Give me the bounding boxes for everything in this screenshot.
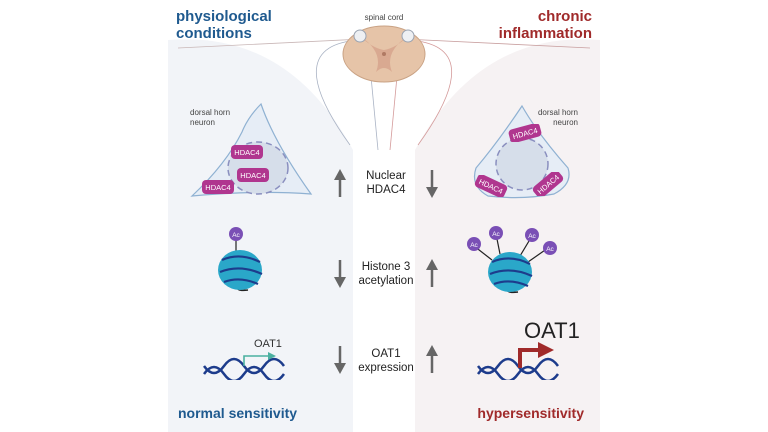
ac-circle-right-1: Ac <box>467 237 481 251</box>
nucleosome-right-dna-wrap-1 <box>491 257 531 265</box>
label-oat1-expression: OAT1 expression <box>344 347 428 375</box>
label-oat1-expression-line2: expression <box>358 362 414 374</box>
oat1-large-label: OAT1 <box>524 318 580 343</box>
label-nuclear-hdac4-line2: HDAC4 <box>366 184 406 196</box>
nucleosome-left: Ac <box>218 227 263 292</box>
hdac4-pill-right-1: HDAC4 <box>508 124 542 142</box>
oat1-small-arrow-head <box>268 352 276 360</box>
nucleosome-left-dna-wrap-3 <box>223 278 259 286</box>
connector-line-left-curve <box>316 39 361 146</box>
spinal-cord-canal <box>382 52 386 56</box>
oat1-small-arrow-stem <box>243 355 270 366</box>
spinal-cord-icon <box>342 25 426 83</box>
ac-circle-right-4: Ac <box>543 241 557 255</box>
ac-circle-right-4-text: Ac <box>546 246 554 253</box>
dorsal-horn-left-marker <box>353 29 367 43</box>
dorsal-horn-left-line2: neuron <box>190 118 215 127</box>
hdac4-pill-left-3: HDAC4 <box>202 180 234 199</box>
hdac4-pill-left-1-text: HDAC4 <box>234 148 259 157</box>
dna-right-strand-1 <box>476 365 560 380</box>
spinal-cord-label: spinal cord <box>364 13 404 22</box>
arrow-row2-right-up <box>426 259 438 287</box>
hdac4-pill-left-1: HDAC4 <box>231 145 263 164</box>
dna-left-strand-1 <box>202 365 286 380</box>
arrow-row3-left-down <box>334 346 346 374</box>
right-region-shade <box>415 39 600 432</box>
dna-right <box>476 342 560 380</box>
dna-left <box>202 352 286 380</box>
dorsal-horn-right-marker <box>401 29 415 43</box>
nucleosome-left-dna-wrap-2 <box>219 267 263 276</box>
arrow-row1-right-down <box>426 170 438 198</box>
hdac4-pill-left-2-text: HDAC4 <box>240 171 265 180</box>
oat1-large-arrow-stem <box>518 348 542 368</box>
nucleosome-left-dna-wrap-1 <box>221 255 261 263</box>
label-histone-line1: Histone 3 <box>361 261 411 273</box>
title-chronic-line1: chronic <box>537 8 592 25</box>
connector-line-right-curve <box>407 39 452 146</box>
hdac4-pill-right-3: HDAC4 <box>532 172 564 196</box>
ac-circle-right-2-text: Ac <box>492 231 500 238</box>
label-oat1-expression-line1: OAT1 <box>371 348 401 360</box>
hdac4-pill-left-3-text: HDAC4 <box>205 183 230 192</box>
left-region-shade <box>168 39 353 432</box>
dorsal-horn-right-line1: dorsal horn <box>537 108 578 117</box>
row-arrows <box>334 169 438 374</box>
diagram-panel: physiological conditions chronic inflamm… <box>168 0 600 432</box>
title-chronic-line2: inflammation <box>498 25 592 42</box>
label-normal-sensitivity: normal sensitivity <box>178 405 298 421</box>
nucleosome-right: Ac Ac Ac Ac <box>467 226 557 294</box>
label-nuclear-hdac4-line1: Nuclear <box>366 170 406 182</box>
dorsal-horn-right-line2: neuron <box>553 118 578 127</box>
ac-circle-right-3-text: Ac <box>528 233 536 240</box>
dorsal-horn-label-right: dorsal horn neuron <box>538 108 578 128</box>
arrow-row3-right-up <box>426 345 438 373</box>
label-histone-line2: acetylation <box>358 275 414 287</box>
oat1-small-label: OAT1 <box>254 338 282 350</box>
arrow-row2-left-down <box>334 260 346 288</box>
dorsal-horn-label-left: dorsal horn neuron <box>190 108 230 128</box>
title-physiological: physiological conditions <box>176 8 272 42</box>
dorsal-horn-left-line1: dorsal horn <box>190 108 231 117</box>
hdac4-pill-left-2: HDAC4 <box>237 168 269 187</box>
ac-circle-left-text: Ac <box>232 232 240 239</box>
arrow-row1-left-up <box>334 169 346 197</box>
label-histone-acetylation: Histone 3 acetylation <box>344 260 428 288</box>
ac-circle-left <box>229 227 243 241</box>
title-chronic: chronic inflammation <box>499 8 592 42</box>
hdac4-pill-right-2: HDAC4 <box>474 175 508 197</box>
oat1-large-arrow-head <box>538 342 554 358</box>
ac-circle-right-3: Ac <box>525 228 539 242</box>
label-nuclear-hdac4: Nuclear HDAC4 <box>344 169 428 197</box>
label-hypersensitivity: hypersensitivity <box>477 405 584 421</box>
title-physiological-line2: conditions <box>176 25 252 42</box>
ac-circle-right-1-text: Ac <box>470 242 478 249</box>
ac-circle-right-2: Ac <box>489 226 503 240</box>
title-physiological-line1: physiological <box>176 8 272 25</box>
nucleosome-right-dna-wrap-2 <box>489 269 533 278</box>
nucleosome-right-dna-wrap-3 <box>493 280 529 288</box>
